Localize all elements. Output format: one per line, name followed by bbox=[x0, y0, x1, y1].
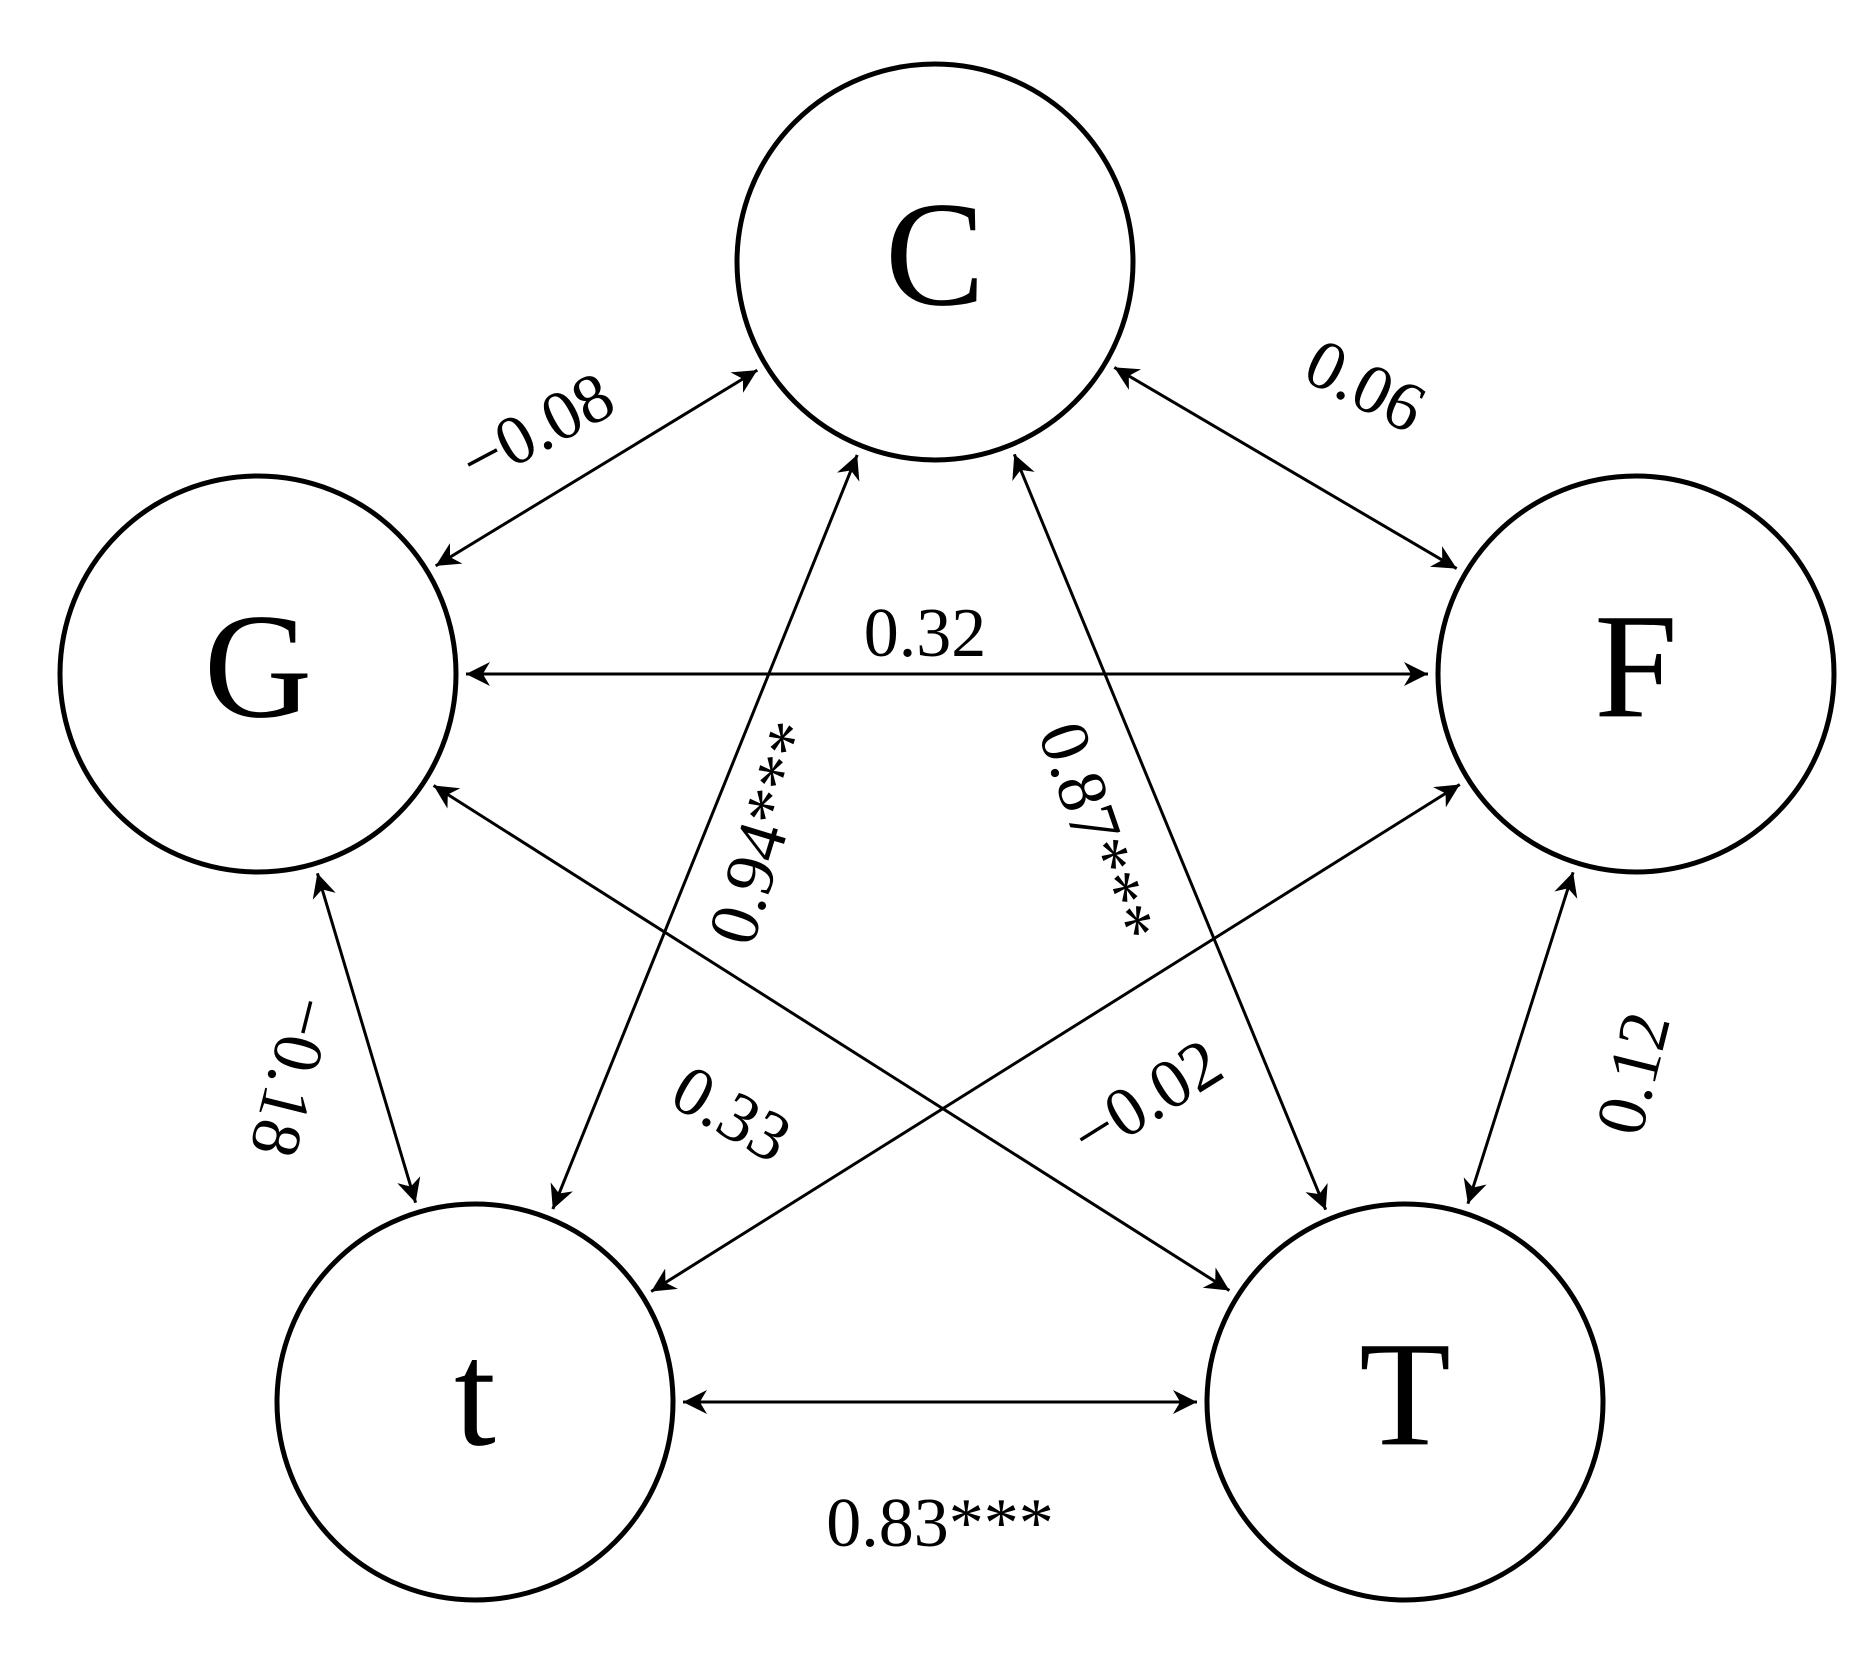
edge-F-t bbox=[650, 783, 1461, 1293]
node-label-F: F bbox=[1594, 583, 1677, 749]
edge-label-F-T: 0.12 bbox=[1582, 1005, 1686, 1142]
edge-label-C-F: 0.06 bbox=[1293, 324, 1437, 448]
edge-F-T bbox=[1463, 871, 1578, 1205]
node-t: t bbox=[274, 1201, 676, 1603]
node-circle-G bbox=[57, 473, 459, 875]
edge-label-t-T: 0.83*** bbox=[826, 1485, 1054, 1562]
edge-label-C-T: 0.87*** bbox=[1023, 713, 1170, 953]
node-F: F bbox=[1435, 473, 1837, 875]
edges-layer bbox=[312, 366, 1578, 1414]
edge-label-F-t: −0.02 bbox=[1058, 1024, 1236, 1175]
edge-G-t bbox=[312, 872, 421, 1204]
node-label-G: G bbox=[204, 583, 312, 749]
nodes-layer: C G Ft T bbox=[57, 61, 1837, 1603]
node-T: T bbox=[1204, 1201, 1606, 1603]
edge-label-G-t: −0.18 bbox=[234, 989, 348, 1165]
node-circle-T bbox=[1204, 1201, 1606, 1603]
node-C: C bbox=[734, 61, 1136, 463]
edge-label-G-F: 0.32 bbox=[864, 595, 987, 672]
node-G: G bbox=[57, 473, 459, 875]
node-circle-t bbox=[274, 1201, 676, 1603]
node-label-T: T bbox=[1359, 1311, 1451, 1477]
edge-label-G-T: 0.33 bbox=[659, 1050, 804, 1178]
edge-label-G-C: −0.08 bbox=[447, 357, 626, 501]
node-label-t: t bbox=[454, 1311, 496, 1477]
node-circle-F bbox=[1435, 473, 1837, 875]
node-circle-C bbox=[734, 61, 1136, 463]
edge-label-C-t: 0.94*** bbox=[694, 713, 834, 953]
node-label-C: C bbox=[885, 171, 985, 337]
